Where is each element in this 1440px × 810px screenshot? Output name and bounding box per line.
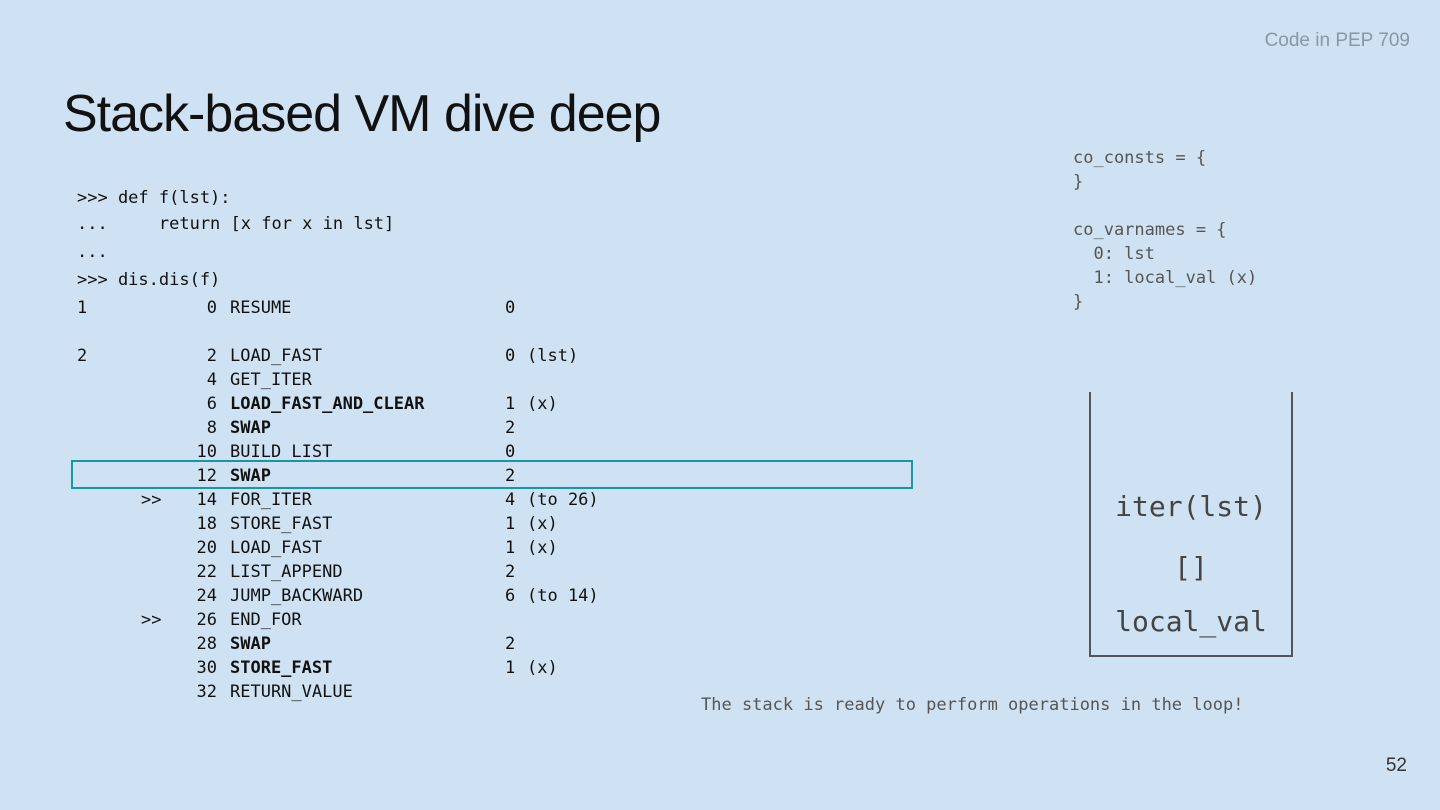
instruction-offset: 22 xyxy=(196,562,217,582)
instruction-offset: 8 xyxy=(206,418,217,438)
co-varnames-open: co_varnames = { xyxy=(1073,220,1227,240)
instruction-offset: 32 xyxy=(196,682,217,702)
instruction-argrepr: (x) xyxy=(527,394,558,414)
instruction-arg: 2 xyxy=(505,418,516,438)
instruction-arg: 6 xyxy=(505,586,516,606)
co-varnames-close: } xyxy=(1073,292,1084,312)
slide-header-label: Code in PEP 709 xyxy=(1264,30,1410,51)
instruction-opname: RESUME xyxy=(230,298,292,318)
instruction-argrepr: (to 26) xyxy=(527,490,599,510)
repl-line: ... return [x for x in lst] xyxy=(77,214,395,234)
instruction-opname: SWAP xyxy=(230,466,271,486)
instruction-opname: LOAD_FAST xyxy=(230,346,323,366)
co-consts-open: co_consts = { xyxy=(1073,148,1207,168)
instruction-arg: 0 xyxy=(505,442,516,462)
instruction-offset: 4 xyxy=(206,370,217,390)
instruction-arg: 2 xyxy=(505,562,516,582)
instruction-opname: LOAD_FAST_AND_CLEAR xyxy=(230,394,425,414)
instruction-opname: STORE_FAST xyxy=(230,658,333,678)
instruction-offset: 6 xyxy=(206,394,217,414)
instruction-arg: 0 xyxy=(505,346,516,366)
instruction-opname: BUILD_LIST xyxy=(230,442,333,462)
instruction-opname: RETURN_VALUE xyxy=(230,682,353,702)
instruction-arg: 2 xyxy=(505,634,516,654)
stack-item-list: [] xyxy=(1174,551,1208,584)
instruction-offset: 28 xyxy=(196,634,217,654)
co-varname-entry: 1: local_val (x) xyxy=(1073,268,1258,288)
instruction-offset: 20 xyxy=(196,538,217,558)
repl-line: >>> dis.dis(f) xyxy=(77,270,221,290)
value-stack-diagram: iter(lst) [] local_val xyxy=(1089,392,1293,657)
stack-note: The stack is ready to perform operations… xyxy=(701,695,1244,715)
instruction-opname: END_FOR xyxy=(230,610,302,630)
instruction-argrepr: (to 14) xyxy=(527,586,599,606)
instruction-offset: 12 xyxy=(196,466,217,486)
source-line-number: 2 xyxy=(77,346,88,366)
instruction-offset: 30 xyxy=(196,658,217,678)
instruction-argrepr: (x) xyxy=(527,514,558,534)
instruction-arg: 0 xyxy=(505,298,516,318)
stack-item-local-val: local_val xyxy=(1115,605,1267,638)
instruction-offset: 10 xyxy=(196,442,217,462)
instruction-offset: 2 xyxy=(206,346,217,366)
repl-line: ... xyxy=(77,242,108,262)
source-line-number: 1 xyxy=(77,298,88,318)
repl-line: >>> def f(lst): xyxy=(77,188,231,208)
instruction-offset: 26 xyxy=(196,610,217,630)
instruction-opname: LIST_APPEND xyxy=(230,562,343,582)
co-varname-entry: 0: lst xyxy=(1073,244,1155,264)
jump-target-marker: >> xyxy=(141,610,162,630)
instruction-arg: 1 xyxy=(505,538,516,558)
instruction-offset: 14 xyxy=(196,490,217,510)
instruction-arg: 1 xyxy=(505,514,516,534)
slide-title: Stack-based VM dive deep xyxy=(63,85,661,143)
instruction-opname: SWAP xyxy=(230,418,271,438)
instruction-opname: SWAP xyxy=(230,634,271,654)
instruction-opname: FOR_ITER xyxy=(230,490,312,510)
instruction-arg: 1 xyxy=(505,658,516,678)
instruction-opname: JUMP_BACKWARD xyxy=(230,586,364,606)
instruction-arg: 2 xyxy=(505,466,516,486)
instruction-argrepr: (x) xyxy=(527,658,558,678)
stack-item-iter: iter(lst) xyxy=(1115,490,1267,523)
instruction-arg: 4 xyxy=(505,490,516,510)
instruction-argrepr: (x) xyxy=(527,538,558,558)
jump-target-marker: >> xyxy=(141,490,162,510)
instruction-offset: 18 xyxy=(196,514,217,534)
instruction-opname: GET_ITER xyxy=(230,370,312,390)
instruction-opname: STORE_FAST xyxy=(230,514,333,534)
instruction-argrepr: (lst) xyxy=(527,346,579,366)
page-number: 52 xyxy=(1385,755,1407,776)
highlighted-instruction-box xyxy=(71,460,913,489)
instruction-offset: 0 xyxy=(206,298,217,318)
instruction-offset: 24 xyxy=(196,586,217,606)
co-consts-close: } xyxy=(1073,172,1084,192)
instruction-arg: 1 xyxy=(505,394,516,414)
instruction-opname: LOAD_FAST xyxy=(230,538,323,558)
